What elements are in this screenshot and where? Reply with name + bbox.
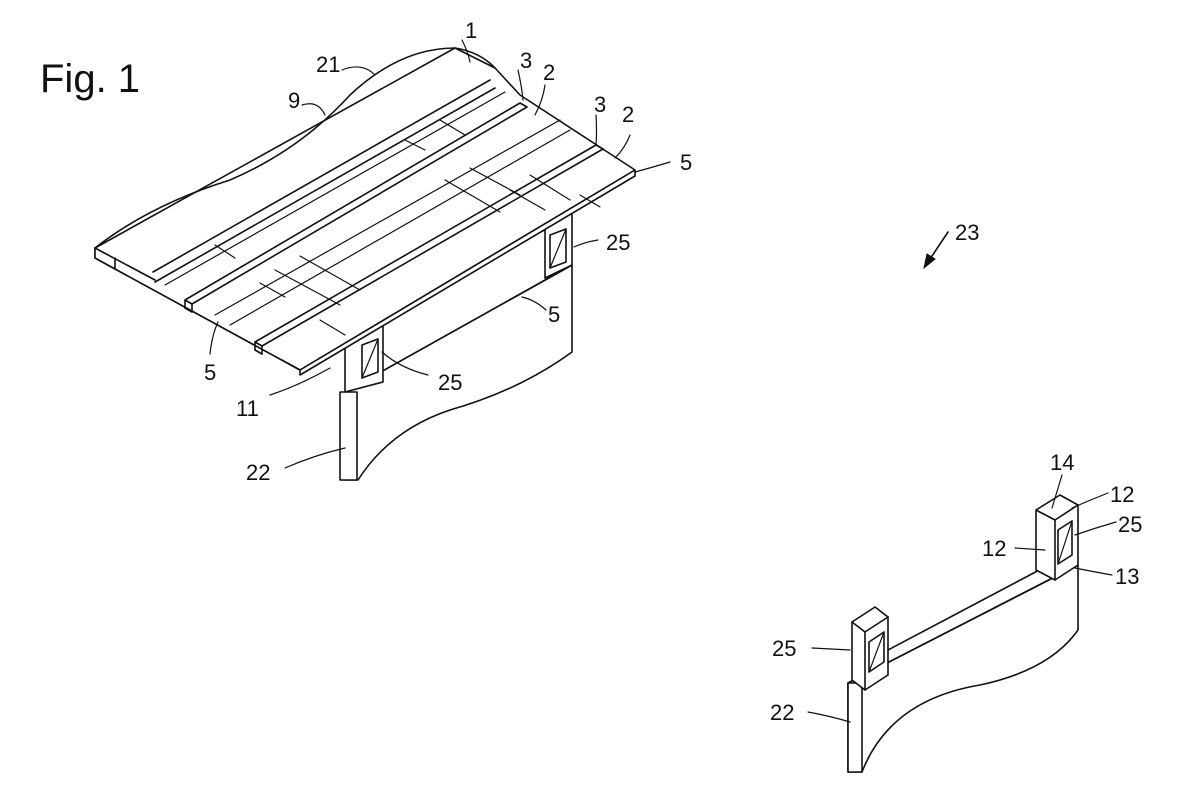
ref-label-14: 14 — [1050, 450, 1074, 475]
ref-label-1: 1 — [465, 18, 477, 43]
ref-label-25a: 25 — [606, 230, 630, 255]
ref-label-23: 23 — [955, 220, 979, 245]
ref-label-3b: 3 — [594, 92, 606, 117]
ref-label-25d: 25 — [772, 636, 796, 661]
ref-label-2b: 2 — [622, 102, 634, 127]
ref-label-5b: 5 — [548, 302, 560, 327]
ref-label-5a: 5 — [680, 150, 692, 175]
ref-label-25b: 25 — [438, 370, 462, 395]
ref-label-13: 13 — [1115, 564, 1139, 589]
ref-label-9: 9 — [288, 88, 300, 113]
ref-label-2a: 2 — [543, 60, 555, 85]
ref-label-22b: 22 — [770, 700, 794, 725]
ref-label-3a: 3 — [520, 48, 532, 73]
ref-label-5c: 5 — [204, 360, 216, 385]
ref-label-21: 21 — [316, 52, 340, 77]
ref-label-25c: 25 — [1118, 512, 1142, 537]
ref-label-12b: 12 — [982, 536, 1006, 561]
ref-label-11: 11 — [236, 396, 259, 421]
ref-label-22a: 22 — [246, 460, 270, 485]
ref-label-12a: 12 — [1110, 482, 1134, 507]
figure-title: Fig. 1 — [40, 57, 140, 101]
reference-arrow-23 — [924, 232, 948, 268]
